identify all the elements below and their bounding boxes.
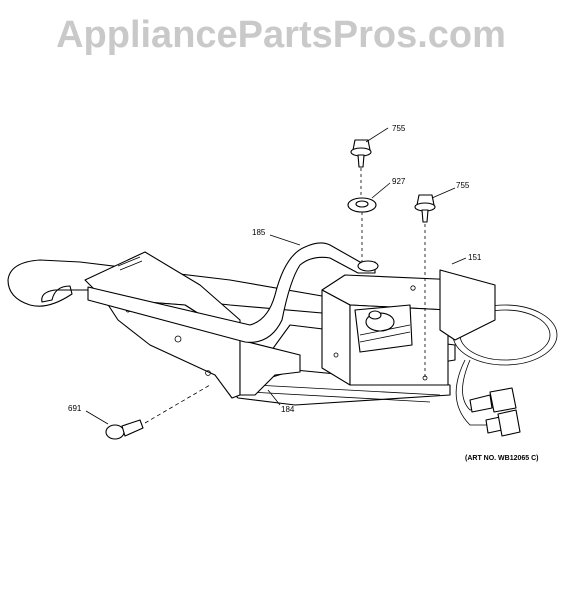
screw-755-right	[414, 194, 436, 378]
callout-184: 184	[281, 405, 295, 414]
callout-755-left: 755	[392, 124, 406, 133]
callout-151: 151	[468, 253, 482, 262]
motor-bracket-151	[321, 269, 496, 386]
screw-691	[105, 384, 211, 440]
site-watermark: AppliancePartsPros.com	[56, 14, 506, 56]
art-number: (ART NO. WB12065 C)	[465, 455, 539, 462]
callout-691: 691	[68, 404, 82, 413]
callout-leaders	[85, 127, 467, 425]
strap-185	[87, 242, 379, 343]
callout-755-right: 755	[456, 181, 470, 190]
screw-755-left	[350, 139, 372, 195]
callout-927: 927	[392, 177, 406, 186]
wire-connectors	[469, 387, 521, 437]
washer-927	[347, 197, 377, 262]
callout-185: 185	[252, 228, 266, 237]
